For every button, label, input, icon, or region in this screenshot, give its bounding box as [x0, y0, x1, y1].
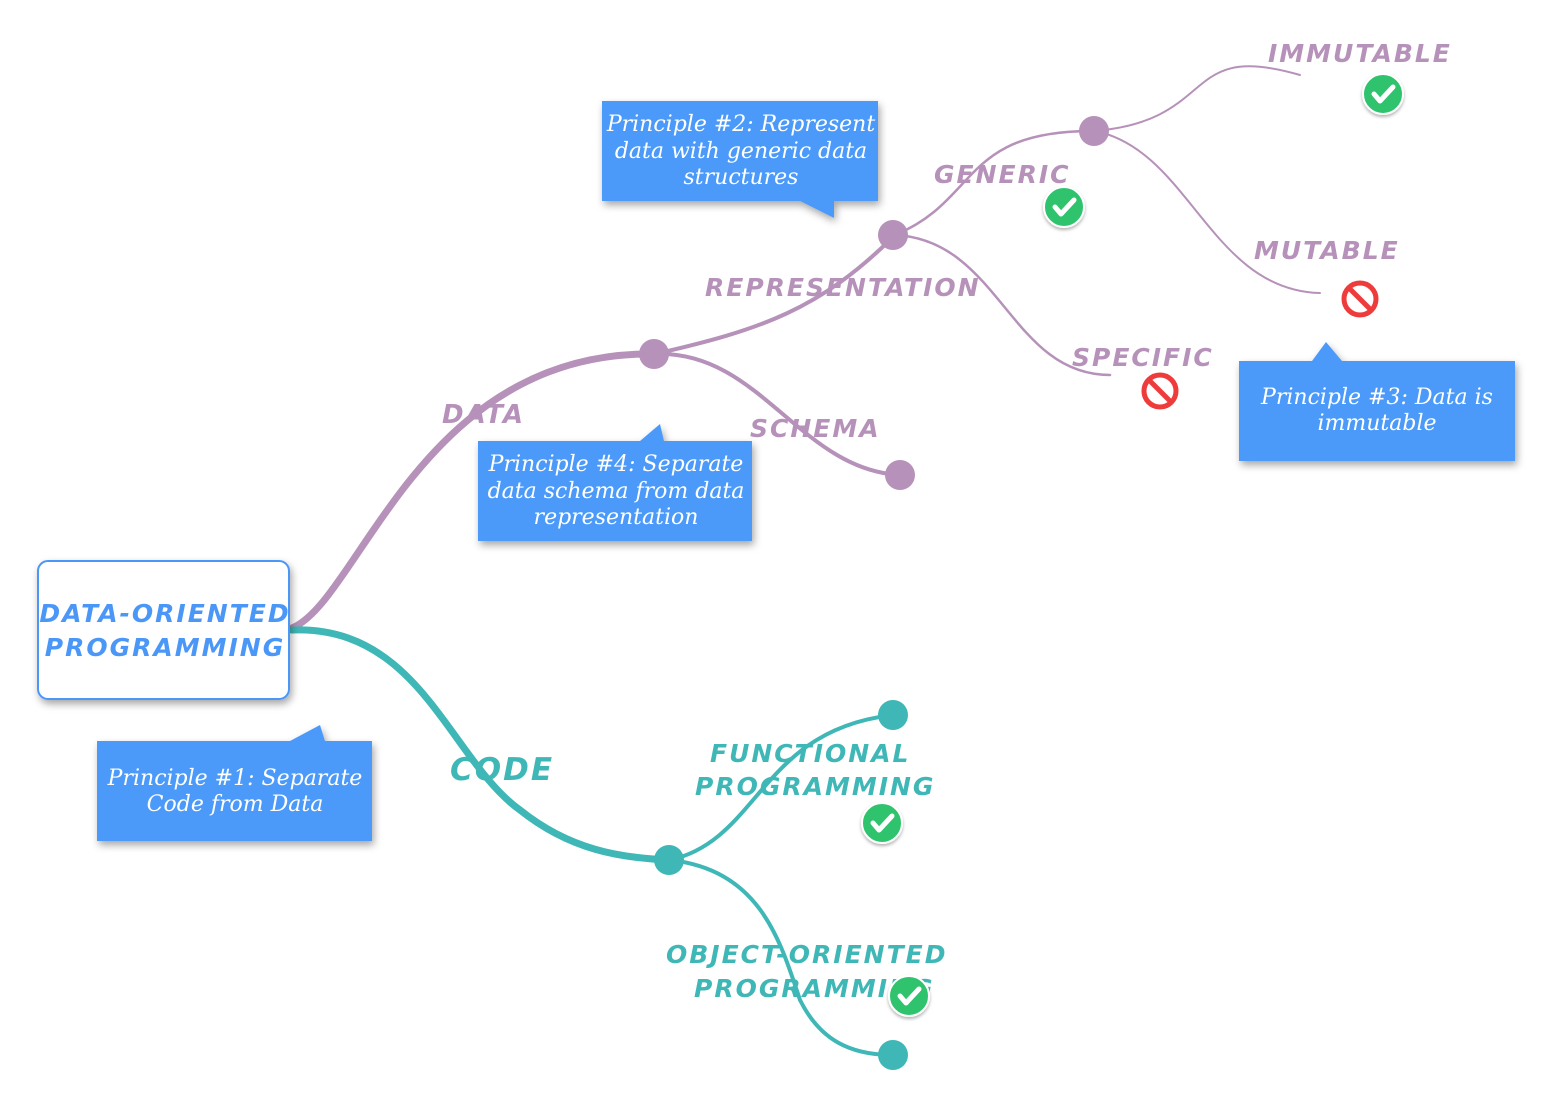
representation-connector [653, 233, 897, 356]
code-connector [288, 626, 674, 864]
check-icon [888, 975, 930, 1017]
functional-connector [668, 713, 895, 862]
functional-node[interactable] [878, 700, 908, 730]
note-principle-3-shape [1239, 342, 1515, 461]
note-principle-1-shape [97, 725, 372, 841]
immutable-connector [1094, 65, 1301, 132]
code-label: CODE [450, 752, 554, 788]
schema-node[interactable] [885, 460, 915, 490]
note-principle-2-line1: Principle #2: Represent [606, 112, 876, 137]
data-label: DATA [442, 400, 525, 430]
note-principle-2-line3: structures [684, 165, 799, 190]
functional-label-line1: FUNCTIONAL [710, 739, 910, 768]
check-icon [1043, 186, 1085, 228]
generic-node[interactable] [1079, 116, 1109, 146]
note-principle-1-line2: Code from Data [147, 792, 324, 817]
specific-connector [893, 233, 1112, 377]
note-principle-3-line2: immutable [1317, 411, 1436, 436]
representation-node[interactable] [878, 220, 908, 250]
note-principle-4-shape [478, 424, 752, 541]
generic-connector [893, 129, 1097, 237]
data-node[interactable] [639, 339, 669, 369]
check-icon [861, 802, 903, 844]
check-icon [1362, 73, 1404, 115]
representation-label: REPRESENTATION [705, 273, 981, 302]
functional-label-line2: PROGRAMMING [695, 772, 935, 801]
note-principle-3: Principle #3: Data is immutable [1239, 342, 1515, 461]
note-principle-2-line2: data with generic data [615, 139, 867, 164]
note-principle-4: Principle #4: Separate data schema from … [478, 424, 752, 541]
code-node[interactable] [654, 845, 684, 875]
schema-connector [653, 351, 902, 477]
note-principle-4-line1: Principle #4: Separate [488, 452, 744, 477]
object-oriented-label-line1: OBJECT-ORIENTED [666, 940, 947, 969]
mutable-label: MUTABLE [1254, 236, 1400, 265]
note-principle-1-line1: Principle #1: Separate [107, 766, 363, 791]
data-branch: DATA REPRESENTATION SCHEMA GENERIC SPECI… [288, 39, 1452, 632]
note-principle-3-line1: Principle #3: Data is [1260, 385, 1493, 410]
code-branch: CODE FUNCTIONAL PROGRAMMING OBJECT-ORIEN… [288, 626, 947, 1070]
schema-label: SCHEMA [750, 414, 881, 443]
mutable-connector [1094, 130, 1321, 294]
root-box[interactable] [37, 560, 290, 700]
root-title-line1: DATA-ORIENTED [39, 599, 290, 628]
immutable-label: IMMUTABLE [1268, 39, 1452, 68]
generic-label: GENERIC [934, 160, 1071, 189]
note-principle-4-line3: representation [534, 505, 699, 530]
note-principle-1: Principle #1: Separate Code from Data [97, 725, 372, 841]
root-node[interactable]: DATA-ORIENTED PROGRAMMING [37, 560, 291, 700]
specific-label: SPECIFIC [1072, 343, 1214, 372]
note-principle-2: Principle #2: Represent data with generi… [602, 101, 878, 218]
data-connector [288, 350, 659, 632]
stop-icon [1141, 372, 1179, 410]
note-principle-4-line2: data schema from data [488, 479, 745, 504]
note-principle-2-shape [602, 101, 878, 218]
root-title-line2: PROGRAMMING [45, 633, 285, 662]
stop-icon [1341, 280, 1379, 318]
object-oriented-connector [668, 858, 895, 1057]
object-oriented-node[interactable] [878, 1040, 908, 1070]
